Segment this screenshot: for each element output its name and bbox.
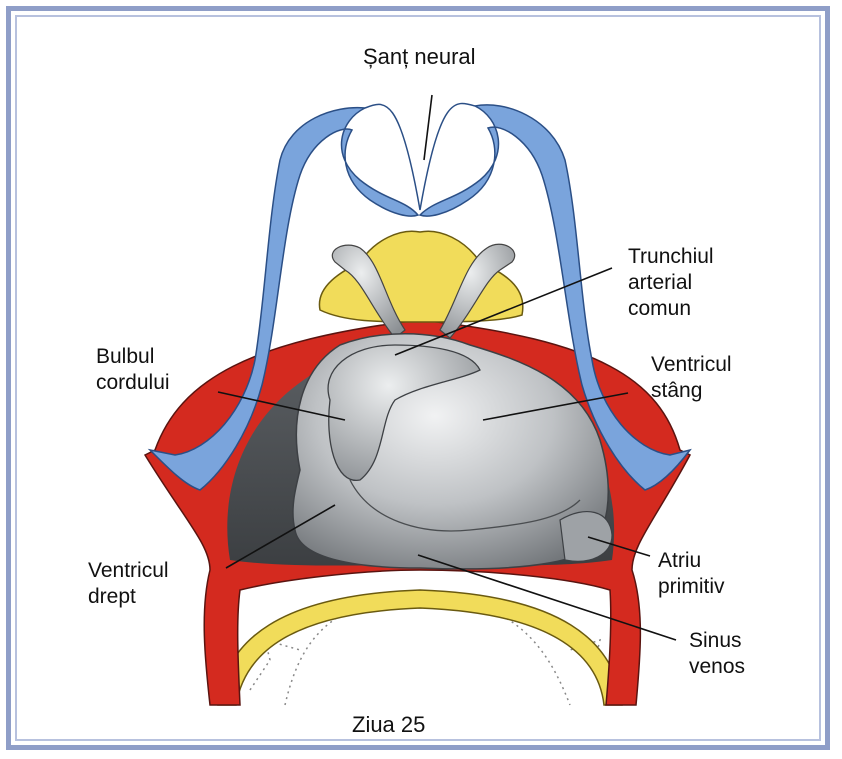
label-ventricul-stang: Ventricul stâng — [651, 352, 732, 404]
label-ventricul-stang-line2: stâng — [651, 378, 732, 404]
label-atriu: Atriu primitiv — [658, 548, 725, 600]
label-trunchiul-line2: arterial — [628, 270, 714, 296]
label-sant-neural: Șanț neural — [363, 44, 476, 70]
label-bulbul-line2: cordului — [96, 370, 170, 396]
label-atriu-line1: Atriu — [658, 548, 725, 574]
label-ventricul-drept-line2: drept — [88, 584, 169, 610]
label-ventricul-drept-line1: Ventricul — [88, 558, 169, 584]
label-sinus-line2: venos — [689, 654, 745, 680]
label-trunchiul-line1: Trunchiul — [628, 244, 714, 270]
label-ventricul-stang-line1: Ventricul — [651, 352, 732, 378]
label-trunchiul: Trunchiul arterial comun — [628, 244, 714, 322]
label-atriu-line2: primitiv — [658, 574, 725, 600]
label-bulbul: Bulbul cordului — [96, 344, 170, 396]
label-trunchiul-line3: comun — [628, 296, 714, 322]
label-sinus: Sinus venos — [689, 628, 745, 680]
label-ziua: Ziua 25 — [352, 712, 425, 738]
yolk-layer-lower — [218, 590, 622, 705]
label-bulbul-line1: Bulbul — [96, 344, 170, 370]
leader-sant-neural — [424, 95, 432, 160]
label-ventricul-drept: Ventricul drept — [88, 558, 169, 610]
label-sinus-line1: Sinus — [689, 628, 745, 654]
